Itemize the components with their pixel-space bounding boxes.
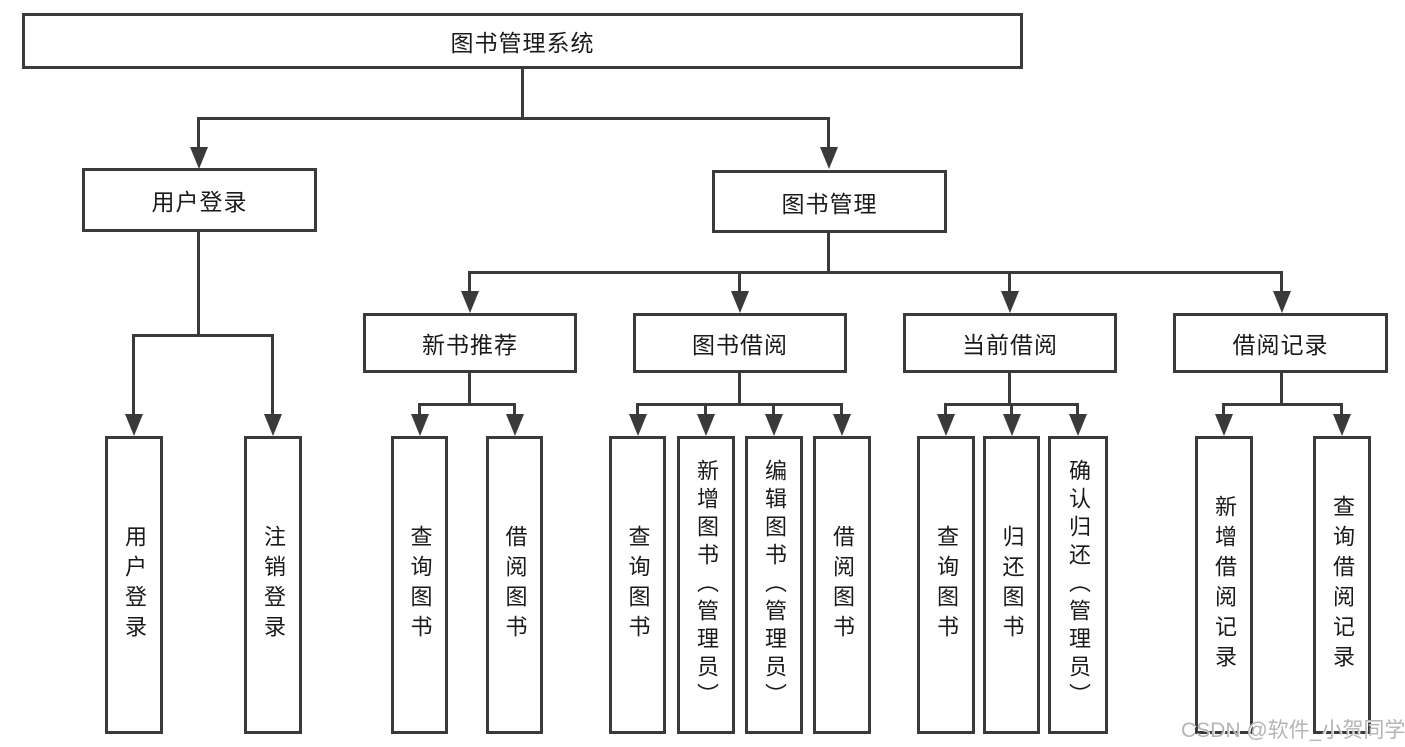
node-label: 用户登录 [151,189,248,215]
arrow-down-icon [1333,414,1351,436]
node-label: 图书借阅 [692,332,788,358]
connector-line [418,403,516,406]
connector-line [1076,403,1079,416]
leaf-query-borrow-record: 查询借阅记录 [1313,436,1371,734]
connector-line [271,334,274,416]
connector-line [197,232,200,336]
leaf-return-books: 归还图书 [983,436,1040,734]
node-user-login: 用户登录 [82,168,317,232]
arrow-down-icon [629,414,647,436]
leaf-logout: 注销登录 [244,436,302,734]
connector-line [1340,403,1343,416]
arrow-down-icon [461,291,479,313]
arrow-down-icon [506,414,524,436]
leaf-confirm-return-admin: 确认归还（管理员） [1048,436,1108,734]
connector-line [636,403,843,406]
connector-line [197,117,830,120]
node-label: 新书推荐 [422,332,518,358]
arrow-down-icon [697,414,715,436]
node-new-book-recommend: 新书推荐 [363,313,577,373]
arrow-down-icon [937,414,955,436]
connector-line [468,271,1283,274]
connector-line [1222,403,1225,416]
connector-line [840,403,843,416]
leaf-label: 查询图书 [625,525,651,645]
node-label: 当前借阅 [962,332,1058,358]
leaf-borrow-books-borrow: 借阅图书 [813,436,871,734]
connector-line [132,334,274,337]
arrow-down-icon [1273,291,1291,313]
connector-line [944,403,947,416]
leaf-label: 查询借阅记录 [1330,495,1355,675]
arrow-down-icon [731,291,749,313]
connector-line [1010,403,1013,416]
connector-line [513,403,516,416]
arrow-down-icon [765,414,783,436]
connector-line [827,233,830,273]
leaf-label: 确认归还（管理员） [1066,459,1091,711]
connector-line [636,403,639,416]
connector-line [1280,271,1283,293]
leaf-user-login: 用户登录 [105,436,163,734]
arrow-down-icon [411,414,429,436]
connector-line [197,117,200,149]
node-book-borrow: 图书借阅 [633,313,847,373]
connector-line [1008,373,1011,406]
arrow-down-icon [1003,414,1021,436]
leaf-query-books-recommend: 查询图书 [391,436,448,734]
leaf-label: 借阅图书 [830,525,855,645]
node-library-system: 图书管理系统 [22,13,1023,69]
node-label: 图书管理 [781,190,878,217]
arrow-down-icon [1069,414,1087,436]
connector-line [132,334,135,416]
connector-line [468,373,471,406]
leaf-label: 借阅图书 [502,525,528,645]
node-label: 图书管理系统 [450,30,595,56]
arrow-down-icon [1001,291,1019,313]
arrow-down-icon [264,414,282,436]
leaf-label: 新增图书（管理员） [694,459,719,711]
connector-line [468,271,471,293]
leaf-label: 注销登录 [261,525,286,645]
leaf-label: 查询图书 [934,525,959,645]
connector-line [772,403,775,416]
connector-line [1008,271,1011,293]
leaf-query-books-current: 查询图书 [917,436,975,734]
leaf-label: 编辑图书（管理员） [762,459,787,711]
leaf-label: 新增借阅记录 [1212,495,1237,675]
arrow-down-icon [1215,414,1233,436]
leaf-query-books-borrow: 查询图书 [609,436,666,734]
connector-line [521,69,524,119]
connector-line [1280,373,1283,406]
arrow-down-icon [190,147,208,169]
leaf-edit-book-admin: 编辑图书（管理员） [745,436,803,734]
leaf-add-borrow-record: 新增借阅记录 [1195,436,1253,734]
connector-line [1222,403,1343,406]
leaf-add-book-admin: 新增图书（管理员） [677,436,735,734]
connector-line [827,117,830,149]
leaf-label: 归还图书 [999,525,1025,645]
arrow-down-icon [820,147,838,169]
leaf-label: 用户登录 [122,525,147,645]
arrow-down-icon [833,414,851,436]
leaf-borrow-books-recommend: 借阅图书 [486,436,543,734]
connector-line [738,271,741,293]
leaf-label: 查询图书 [407,525,433,645]
connector-line [704,403,707,416]
watermark: CSDN @软件_小贺同学 [1181,719,1405,742]
node-book-management: 图书管理 [712,170,947,233]
node-current-borrow: 当前借阅 [903,313,1117,373]
connector-line [418,403,421,416]
arrow-down-icon [125,414,143,436]
node-label: 借阅记录 [1232,332,1329,358]
node-borrow-records: 借阅记录 [1173,313,1388,373]
connector-line [738,373,741,406]
